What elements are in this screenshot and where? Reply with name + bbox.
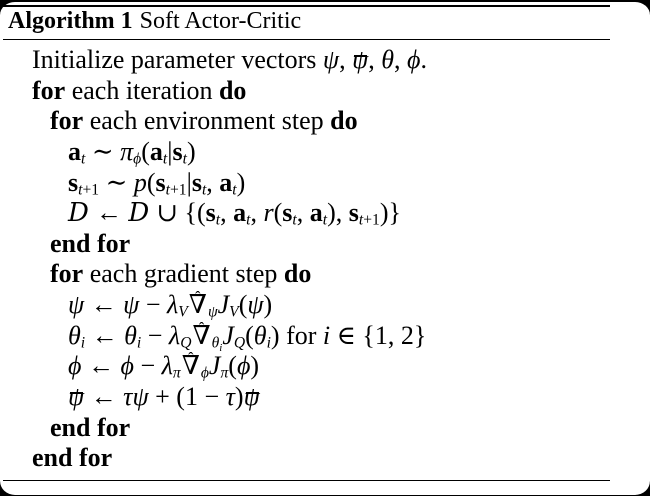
algorithm-line: Initialize parameter vectors ψ, ψ, θ, ϕ. (32, 45, 427, 74)
algorithm-lines: Initialize parameter vectors ψ, ψ, θ, ϕ.… (0, 45, 650, 474)
algorithm-line: st+1 ∼ p(st+1|st, at) (68, 167, 246, 198)
algorithm-line: ψ ← τψ + (1 − τ)ψ (68, 382, 260, 412)
bottom-rule (3, 480, 610, 482)
algorithm-line: end for (32, 443, 113, 473)
algorithm-line: for each gradient step do (50, 259, 312, 289)
algorithm-line: end for (50, 228, 131, 258)
algorithm-name: Soft Actor-Critic (139, 8, 302, 34)
algorithm-line: for each iteration do (32, 75, 247, 105)
algorithm-line: ϕ ← ϕ − λπ∇ϕJπ(ϕ) (0, 351, 650, 382)
algorithm-label: Algorithm 1 (8, 8, 133, 34)
algorithm-line: at ∼ πϕ(at|st) (68, 136, 196, 168)
algorithm-line: for each environment step do (50, 106, 358, 136)
algorithm-line: D ← D ∪ {(st, at, r(st, at), st+1)} (68, 198, 401, 229)
algorithm-line: end for (50, 412, 131, 442)
algorithm-line: θi ← θi − λQ∇θiJQ(θi) for i ∈ {1, 2} (0, 321, 650, 354)
caption-rule (3, 38, 610, 41)
algorithm-line: ψ ← ψ − λV∇ψJV(ψ) (0, 290, 650, 321)
top-rule (3, 4, 610, 8)
